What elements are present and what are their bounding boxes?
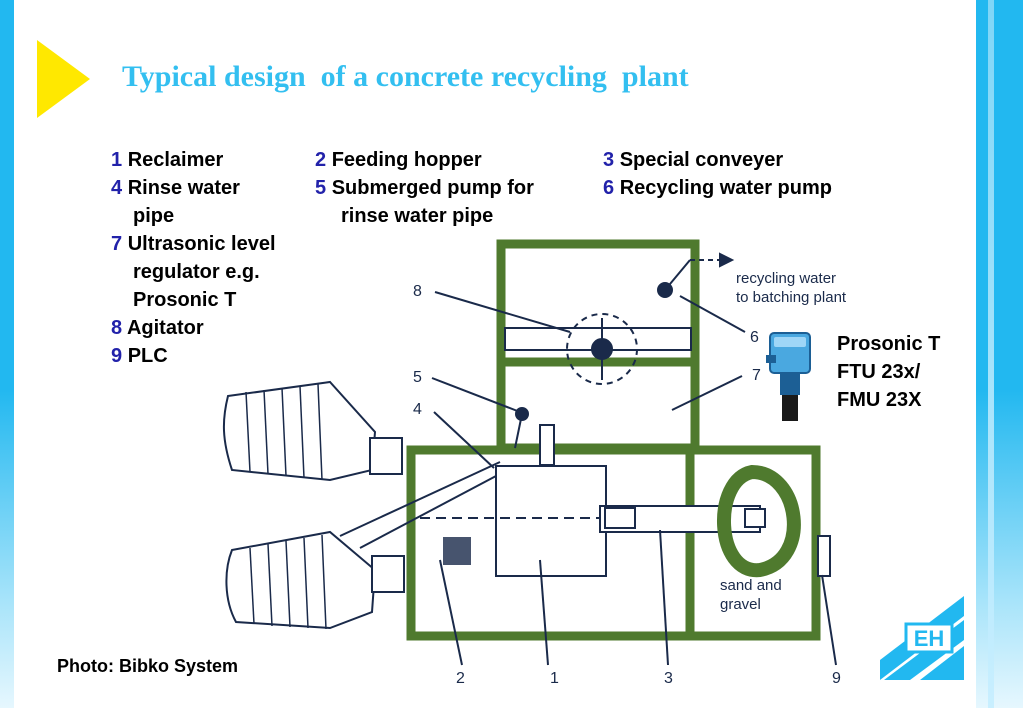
- lower-basin-wall: [406, 445, 821, 641]
- legend-item-3: 3 Special conveyer: [603, 146, 783, 174]
- legend-number: 6: [603, 177, 615, 199]
- pump-pipe: [664, 259, 691, 291]
- feeding-grid: [443, 537, 471, 565]
- mixer-drum-lower: [225, 530, 377, 630]
- legend-label: Recycling water pump: [619, 177, 832, 199]
- legend-number: 2: [315, 149, 327, 171]
- legend-item-1: 1 Reclaimer: [111, 146, 223, 174]
- slide-title: Typical design of a concrete recycling p…: [122, 60, 689, 93]
- prosonic-label: Prosonic T FTU 23x/ FMU 23X: [837, 330, 940, 414]
- legend-label: Reclaimer: [127, 149, 224, 171]
- legend-label: PLC: [127, 345, 168, 367]
- legend-number: 9: [111, 345, 123, 367]
- legend-label: Agitator: [126, 317, 204, 339]
- conveyer-motor: [604, 507, 636, 529]
- rinse-pipe: [514, 413, 523, 449]
- right-band-stripe: [988, 0, 994, 708]
- leader-1: [539, 559, 549, 666]
- legend-number: 8: [111, 317, 123, 339]
- hopper-chute: [539, 424, 555, 466]
- legend-item-4: 4 Rinse water: [111, 174, 240, 202]
- callout-2: 2: [456, 670, 465, 687]
- prosonic-line3: FMU 23X: [837, 389, 922, 411]
- screening-drum: [717, 464, 801, 578]
- legend-number: 1: [111, 149, 123, 171]
- annotation-recycling-line1: recycling water: [736, 270, 836, 287]
- callout-3: 3: [664, 670, 673, 687]
- legend-label: Submerged pump for: [331, 177, 534, 199]
- plc-box: [817, 535, 831, 577]
- mixer-hopper-upper: [369, 437, 403, 475]
- reclaimer-box: [495, 465, 607, 577]
- legend-label: Ultrasonic level: [127, 233, 276, 255]
- prosonic-line1: Prosonic T: [837, 333, 941, 355]
- left-decorative-band: [0, 0, 14, 708]
- legend-number: 3: [603, 149, 615, 171]
- callout-8: 8: [413, 283, 422, 300]
- yellow-arrow-icon: [37, 40, 90, 118]
- outflow-arrow-icon: [719, 252, 735, 268]
- plant-diagram: recycling water to batching plant sand a…: [222, 239, 847, 687]
- eh-logo-icon: EH: [880, 596, 964, 680]
- leader-2: [439, 559, 463, 666]
- right-decorative-band: [976, 0, 1023, 708]
- legend-item-9: 9 PLC: [111, 342, 168, 370]
- annotation-recycling-line2: to batching plant: [736, 289, 847, 306]
- legend-number: 4: [111, 177, 123, 199]
- logo-text: EH: [914, 626, 945, 651]
- legend-item-7: 7 Ultrasonic level: [111, 230, 276, 258]
- callout-1: 1: [550, 670, 559, 687]
- legend-item-4-continuation: pipe: [133, 205, 175, 227]
- legend-item-7-continuation: Prosonic T: [133, 289, 237, 311]
- mixer-hopper-lower: [371, 555, 405, 593]
- callout-5: 5: [413, 369, 422, 386]
- leader-5: [431, 377, 521, 413]
- legend-item-7-continuation: regulator e.g.: [133, 261, 260, 283]
- leader-3: [659, 529, 669, 666]
- leader-9: [821, 574, 837, 666]
- legend-item-2: 2 Feeding hopper: [315, 146, 482, 174]
- callout-6: 6: [750, 329, 759, 346]
- legend-number: 7: [111, 233, 123, 255]
- leader-8: [434, 291, 571, 333]
- agitator-circle: [566, 313, 638, 385]
- leader-6: [679, 295, 746, 333]
- drum-hub: [744, 508, 766, 528]
- callout-4: 4: [413, 401, 422, 418]
- annotation-sand-line1: sand and: [720, 577, 782, 594]
- discharge-chute-2: [359, 475, 497, 549]
- legend-item-8: 8 Agitator: [111, 314, 204, 342]
- legend-item-5: 5 Submerged pump for: [315, 174, 534, 202]
- annotation-sand-line2: gravel: [720, 596, 761, 613]
- leader-4: [433, 411, 495, 469]
- legend-number: 5: [315, 177, 327, 199]
- callout-9: 9: [832, 670, 841, 687]
- callout-7: 7: [752, 367, 761, 384]
- legend-label: Feeding hopper: [331, 149, 482, 171]
- leader-7: [671, 375, 743, 411]
- photo-credit: Photo: Bibko System: [57, 656, 239, 676]
- prosonic-sensor-icon: [766, 332, 811, 421]
- legend-item-6: 6 Recycling water pump: [603, 174, 832, 202]
- discharge-chute-1: [339, 461, 501, 537]
- legend-label: Special conveyer: [619, 149, 784, 171]
- prosonic-line2: FTU 23x/: [837, 361, 921, 383]
- legend-item-5-continuation: rinse water pipe: [341, 205, 494, 227]
- legend-label: Rinse water: [127, 177, 240, 199]
